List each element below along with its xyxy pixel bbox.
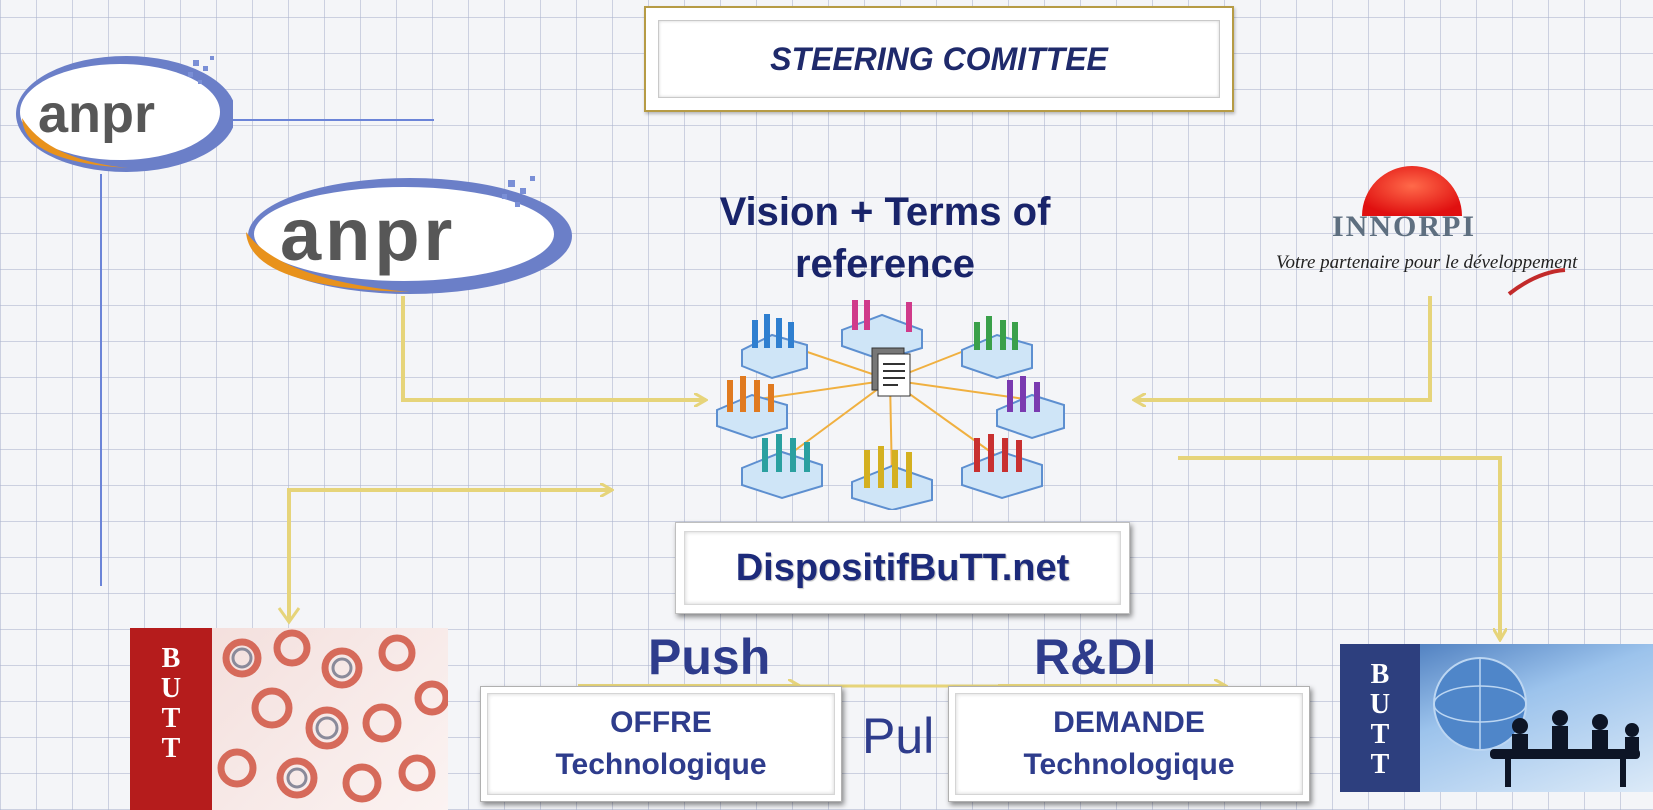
document-icon xyxy=(871,347,911,397)
butt-meeting-image: B U T T xyxy=(1340,644,1653,792)
butt-letter: T xyxy=(1370,749,1390,780)
innorpi-tagline: Votre partenaire pour le développement xyxy=(1276,252,1578,273)
offre-title: OFFRE xyxy=(610,706,712,739)
vision-line-1: Vision + Terms of xyxy=(719,190,1051,234)
offre-technologique-box: OFFRE Technologique xyxy=(480,686,842,802)
anpr-to-center-arrow xyxy=(401,296,706,400)
rdi-label: R&DI xyxy=(1034,629,1157,685)
butt-left-letters: B U T T xyxy=(130,628,212,810)
demande-technologique-box: DEMANDE Technologique xyxy=(948,686,1310,802)
anpr-logo-large-text: anpr xyxy=(280,193,456,276)
anpr-logo-small: anpr xyxy=(8,52,236,177)
butt-letter: B xyxy=(161,643,181,674)
butt-letter: U xyxy=(1369,689,1391,720)
innorpi-name: INNORPI xyxy=(1332,210,1477,243)
people-figures xyxy=(727,298,1040,488)
butt-letter: T xyxy=(161,703,181,734)
steering-committee-box: STEERING COMITTEE xyxy=(644,6,1234,112)
innorpi-to-center-arrow xyxy=(1134,296,1432,400)
butt-letter: B xyxy=(1370,659,1390,690)
butt-letter: T xyxy=(161,733,181,764)
butt-left-down-arrowhead xyxy=(277,607,301,625)
push-label: Push xyxy=(648,629,771,685)
demande-title: DEMANDE xyxy=(1053,706,1205,739)
innorpi-logo: INNORPI Votre partenaire pour le dévelop… xyxy=(1262,150,1602,300)
pull-label: Pul xyxy=(862,708,935,764)
dispositif-butt-box: DispositifBuTT.net xyxy=(675,522,1130,614)
butt-left-to-center-arrow xyxy=(287,490,612,622)
butt-letter: U xyxy=(160,673,182,704)
anpr-logo-small-text: anpr xyxy=(38,84,155,144)
center-to-butt-right-arrow xyxy=(1178,456,1500,640)
steering-committee-title: STEERING COMITTEE xyxy=(770,40,1108,77)
vision-heading: Vision + Terms of reference xyxy=(660,186,1110,290)
butt-letter: T xyxy=(1370,719,1390,750)
demande-subtitle: Technologique xyxy=(1023,748,1235,781)
butt-right-letters: B U T T xyxy=(1340,644,1420,792)
network-people-illustration xyxy=(712,298,1068,512)
butt-test-tubes-image: B U T T xyxy=(130,628,448,810)
dispositif-butt-label: DispositifBuTT.net xyxy=(735,546,1070,589)
anpr-logo-large: anpr xyxy=(240,172,575,300)
offre-subtitle: Technologique xyxy=(555,748,767,781)
vision-line-2: reference xyxy=(794,242,976,286)
